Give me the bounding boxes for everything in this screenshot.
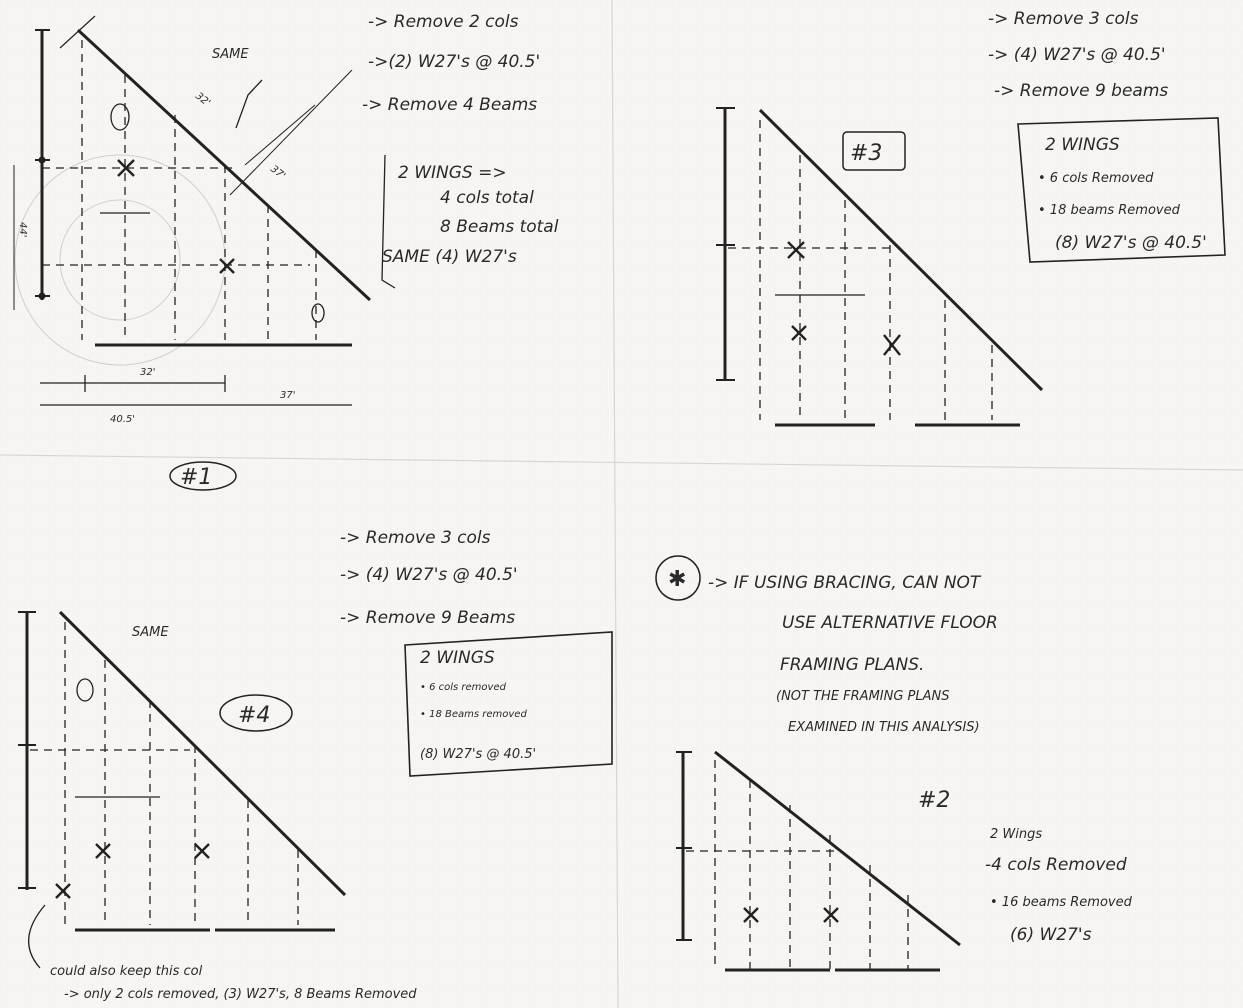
q2-note-2: -> (4) W27's @ 40.5': [988, 45, 1166, 65]
q4-wings-1: 2 Wings: [990, 827, 1042, 842]
q4-star-icon: ✱: [668, 567, 686, 592]
box-q2: [1017, 117, 1226, 263]
q1-same-label: SAME: [212, 47, 249, 62]
plan-1: [13, 15, 396, 491]
q3-box-line-2: • 6 cols removed: [420, 682, 507, 693]
q3-note-3: -> Remove 9 Beams: [340, 608, 515, 628]
q3-box-line-1: 2 WINGS: [420, 648, 495, 668]
q1-dim-37-bottom: 37': [280, 390, 295, 401]
q4-note-1: -> IF USING BRACING, CAN NOT: [708, 573, 982, 593]
q2-box-line-1: 2 WINGS: [1045, 135, 1120, 155]
plan-4: [18, 610, 347, 969]
q1-dim-40-5: 40.5': [110, 414, 135, 425]
q2-note-3: -> Remove 9 beams: [994, 81, 1168, 101]
q1-note-3: -> Remove 4 Beams: [362, 95, 537, 115]
q1-box-line-4: SAME (4) W27's: [382, 247, 517, 267]
q1-note-1: -> Remove 2 cols: [368, 12, 519, 32]
q4-plan-label: #2: [918, 788, 950, 813]
q3-box-line-4: (8) W27's @ 40.5': [420, 747, 536, 762]
q2-note-1: -> Remove 3 cols: [988, 9, 1139, 29]
q1-box-line-2: 4 cols total: [440, 188, 534, 208]
plan-2: [655, 555, 961, 972]
q1-box-line-1: 2 WINGS =>: [398, 163, 507, 183]
q4-wings-2: -4 cols Removed: [985, 855, 1127, 875]
q4-note-4: (NOT THE FRAMING PLANS: [776, 689, 950, 704]
q3-note-1: -> Remove 3 cols: [340, 528, 491, 548]
q2-box-line-3: • 18 beams Removed: [1038, 203, 1181, 218]
q3-plan-label: #4: [238, 703, 270, 728]
q1-box-line-3: 8 Beams total: [440, 217, 559, 237]
q3-box-line-3: • 18 Beams removed: [420, 709, 527, 720]
plan-3: [716, 107, 1044, 427]
q2-box-line-4: (8) W27's @ 40.5': [1055, 233, 1207, 253]
q3-note-2: -> (4) W27's @ 40.5': [340, 565, 518, 585]
q1-note-2: ->(2) W27's @ 40.5': [368, 52, 540, 72]
q1-dim-44: 44': [17, 222, 28, 237]
q3-footer-1: could also keep this col: [50, 964, 203, 979]
box-q3: [404, 631, 613, 777]
q1-plan-label: #1: [180, 465, 212, 490]
q3-footer-2: -> only 2 cols removed, (3) W27's, 8 Bea…: [64, 987, 417, 1002]
q4-wings-3: • 16 beams Removed: [990, 895, 1133, 910]
q3-same-label: SAME: [132, 625, 169, 640]
q1-dim-32-bottom: 32': [140, 367, 155, 378]
q2-box-line-2: • 6 cols Removed: [1038, 171, 1154, 186]
q4-note-5: EXAMINED IN THIS ANALYSIS): [788, 720, 980, 735]
q4-note-3: FRAMING PLANS.: [780, 655, 924, 675]
q2-plan-label: #3: [850, 141, 882, 166]
q4-wings-4: (6) W27's: [1010, 925, 1092, 945]
q4-note-2: USE ALTERNATIVE FLOOR: [782, 613, 998, 633]
